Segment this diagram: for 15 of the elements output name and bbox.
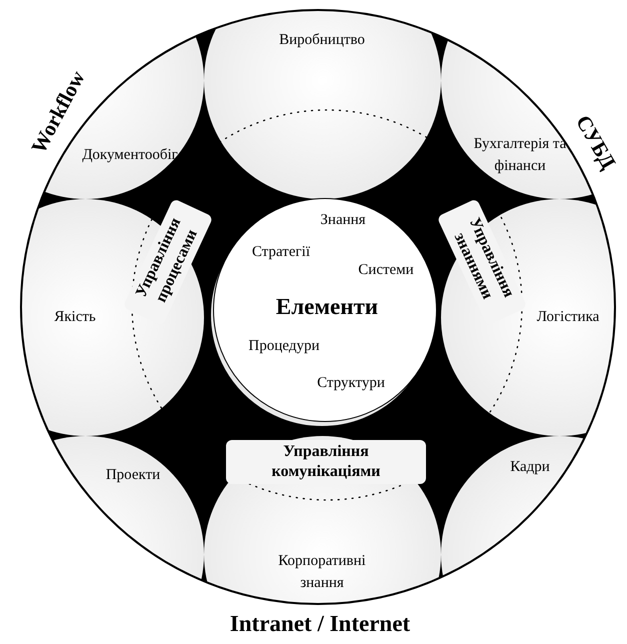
- sector-label: Кадри: [509, 458, 551, 477]
- sector-label: Якість: [53, 308, 97, 327]
- sector-label: Корпоративні знання: [277, 552, 367, 593]
- area-label: Управління комунікаціями: [226, 440, 426, 484]
- element-label: Структури: [317, 374, 385, 393]
- sector-label: Логістика: [536, 308, 600, 327]
- sector-label: Проекти: [104, 466, 162, 485]
- element-label: Процедури: [248, 336, 320, 356]
- sector-label: Документообіг: [82, 147, 179, 165]
- element-label: Стратегії: [252, 242, 310, 262]
- center-title: Елементи: [276, 292, 378, 321]
- bottom-caption: Intranet / Internet: [228, 614, 412, 634]
- sector-label: Виробництво: [278, 31, 366, 50]
- element-label: Системи: [358, 260, 414, 280]
- element-label: Знання: [320, 210, 366, 230]
